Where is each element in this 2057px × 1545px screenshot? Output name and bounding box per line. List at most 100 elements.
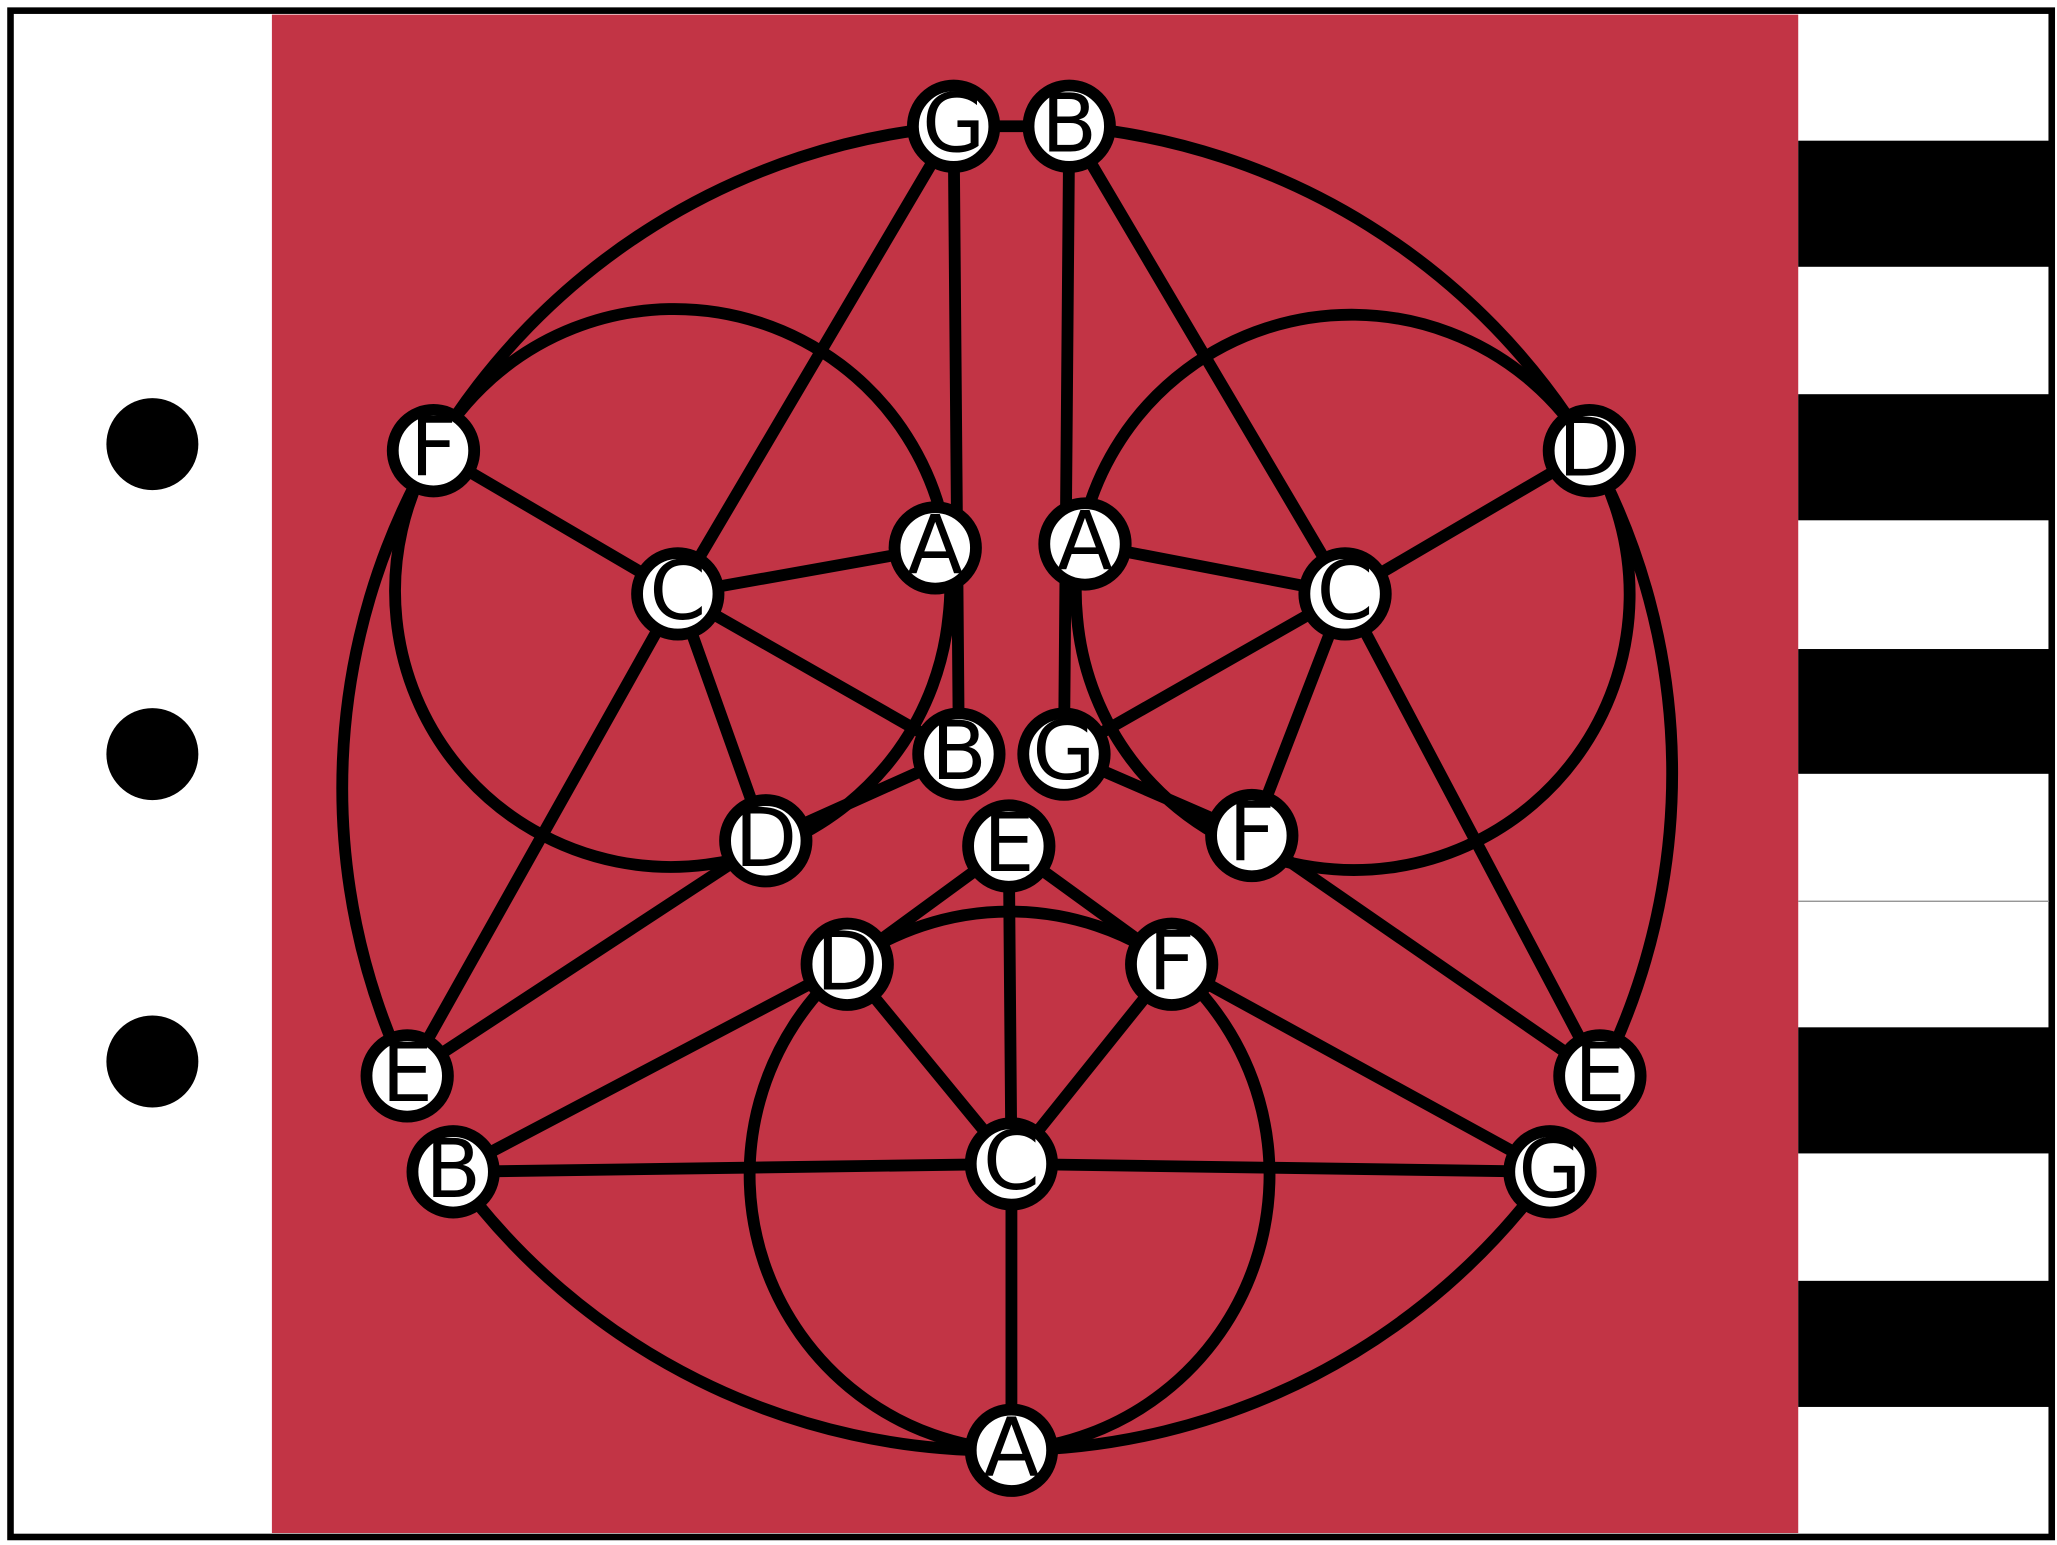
node-label: G bbox=[1032, 704, 1095, 799]
node-label: D bbox=[734, 791, 797, 886]
graph-node-B_mid: B bbox=[912, 704, 1006, 801]
graph-node-C_right: C bbox=[1298, 544, 1392, 641]
graph-edge-C_low-G_low bbox=[1005, 1158, 1556, 1178]
graph-edge-top_G-C_left bbox=[671, 120, 960, 600]
stripe-band bbox=[1798, 1027, 2050, 1154]
graph-node-D_right: D bbox=[1542, 401, 1637, 498]
graph-node-D_low: D bbox=[800, 914, 894, 1011]
node-circle bbox=[360, 1029, 454, 1123]
left-dot-strip bbox=[106, 398, 199, 1108]
node-label: C bbox=[649, 544, 706, 639]
stripe-band bbox=[1798, 140, 2050, 267]
outer-circle-arc bbox=[1011, 1168, 1555, 1457]
node-label: F bbox=[1148, 914, 1195, 1009]
node-label: E bbox=[381, 1026, 432, 1121]
graph-node-A_right: A bbox=[1038, 494, 1132, 591]
bottom-inner-circle bbox=[1011, 959, 1276, 1457]
stripe-band bbox=[1798, 394, 2050, 521]
node-circle bbox=[1298, 547, 1392, 641]
outer-circle-arc bbox=[428, 120, 955, 454]
graph-edge-C_left-B_mid bbox=[671, 587, 965, 761]
graph-edge-top_G-B_mid bbox=[947, 120, 965, 761]
graph-edge-D_low-B_low bbox=[447, 958, 854, 1178]
graph-edge-C_right-E_right bbox=[1339, 587, 1606, 1082]
node-label: A bbox=[984, 1400, 1040, 1495]
node-label: D bbox=[816, 914, 879, 1009]
node-circle bbox=[406, 1125, 500, 1219]
node-circle bbox=[1542, 404, 1637, 498]
node-circle bbox=[631, 547, 725, 641]
graph-edge-F_right-E_right bbox=[1245, 829, 1606, 1082]
graph-node-top_G: G bbox=[906, 76, 1001, 173]
graph-node-E_center: E bbox=[962, 796, 1056, 893]
outer-circle-arc bbox=[336, 447, 439, 1079]
node-label: B bbox=[1041, 76, 1097, 171]
node-circle bbox=[719, 794, 813, 888]
node-label: G bbox=[922, 76, 985, 171]
graph-edge-C_right-G_mid bbox=[1058, 587, 1351, 761]
node-label: B bbox=[931, 704, 987, 799]
graph-node-G_mid: G bbox=[1017, 704, 1111, 801]
node-label: A bbox=[1057, 494, 1113, 589]
graph-node-top_B: B bbox=[1022, 76, 1116, 173]
graph-node-C_left: C bbox=[631, 544, 725, 641]
graph-node-D_left: D bbox=[719, 791, 813, 888]
graph-edge-B_low-C_low bbox=[447, 1158, 1018, 1178]
graph-node-F_left: F bbox=[386, 401, 481, 498]
graph-node-A_left: A bbox=[888, 498, 982, 595]
node-circle bbox=[1205, 788, 1299, 883]
node-label: F bbox=[410, 401, 457, 496]
graph-node-F_right: F bbox=[1205, 786, 1299, 883]
node-circle bbox=[912, 707, 1006, 801]
node-label: B bbox=[425, 1122, 481, 1217]
node-circle bbox=[964, 1117, 1059, 1211]
node-label: E bbox=[1574, 1026, 1625, 1121]
right-stripe-strip bbox=[1798, 140, 2050, 1407]
graph-node-G_low: G bbox=[1503, 1122, 1597, 1219]
node-label: D bbox=[1558, 401, 1621, 496]
outer-circle-arc bbox=[1068, 120, 1595, 454]
node-label: E bbox=[983, 796, 1034, 891]
graph-edge-D_right-C_right bbox=[1339, 444, 1596, 600]
graph-edge-top_B-G_mid bbox=[1058, 120, 1076, 761]
node-label: A bbox=[907, 498, 963, 593]
node-label: C bbox=[1317, 544, 1374, 639]
node-circle bbox=[1017, 707, 1111, 801]
node-circle bbox=[906, 79, 1001, 173]
dot-marker bbox=[106, 708, 199, 801]
dot-marker bbox=[106, 1015, 199, 1108]
node-label: F bbox=[1228, 786, 1275, 881]
graph-node-B_low: B bbox=[406, 1122, 500, 1219]
node-circle bbox=[1038, 497, 1132, 591]
node-label: G bbox=[1518, 1122, 1581, 1217]
graph-node-E_right: E bbox=[1553, 1026, 1647, 1123]
bottom-inner-circle bbox=[743, 959, 1012, 1457]
graph-edge-C_left-E_left bbox=[401, 587, 684, 1082]
stripe-band bbox=[1798, 1280, 2050, 1407]
graph-node-C_low: C bbox=[964, 1114, 1059, 1211]
dot-marker bbox=[106, 398, 199, 491]
graph-edge-F_low-G_low bbox=[1165, 958, 1556, 1178]
node-circle bbox=[386, 404, 481, 498]
graph-node-F_low: F bbox=[1125, 914, 1219, 1011]
graph-edge-E_center-C_low bbox=[1002, 840, 1018, 1170]
node-circle bbox=[1553, 1029, 1647, 1123]
graph-edge-F_left-C_left bbox=[427, 444, 684, 600]
right-inner-circle bbox=[1069, 308, 1636, 876]
node-circle bbox=[1125, 917, 1219, 1011]
graph-node-E_left: E bbox=[360, 1026, 454, 1123]
graph-node-A_bottom: A bbox=[964, 1400, 1059, 1497]
node-circle bbox=[964, 1403, 1059, 1497]
outer-circle-arc bbox=[448, 1168, 1012, 1457]
node-circle bbox=[800, 917, 894, 1011]
node-circle bbox=[1503, 1125, 1597, 1219]
node-label: C bbox=[983, 1114, 1040, 1209]
graph-edge-D_left-E_left bbox=[401, 834, 772, 1082]
node-circle bbox=[888, 501, 982, 595]
node-circle bbox=[962, 799, 1056, 893]
graph-edge-top_B-C_right bbox=[1063, 120, 1351, 600]
stripe-band bbox=[1798, 649, 2050, 774]
